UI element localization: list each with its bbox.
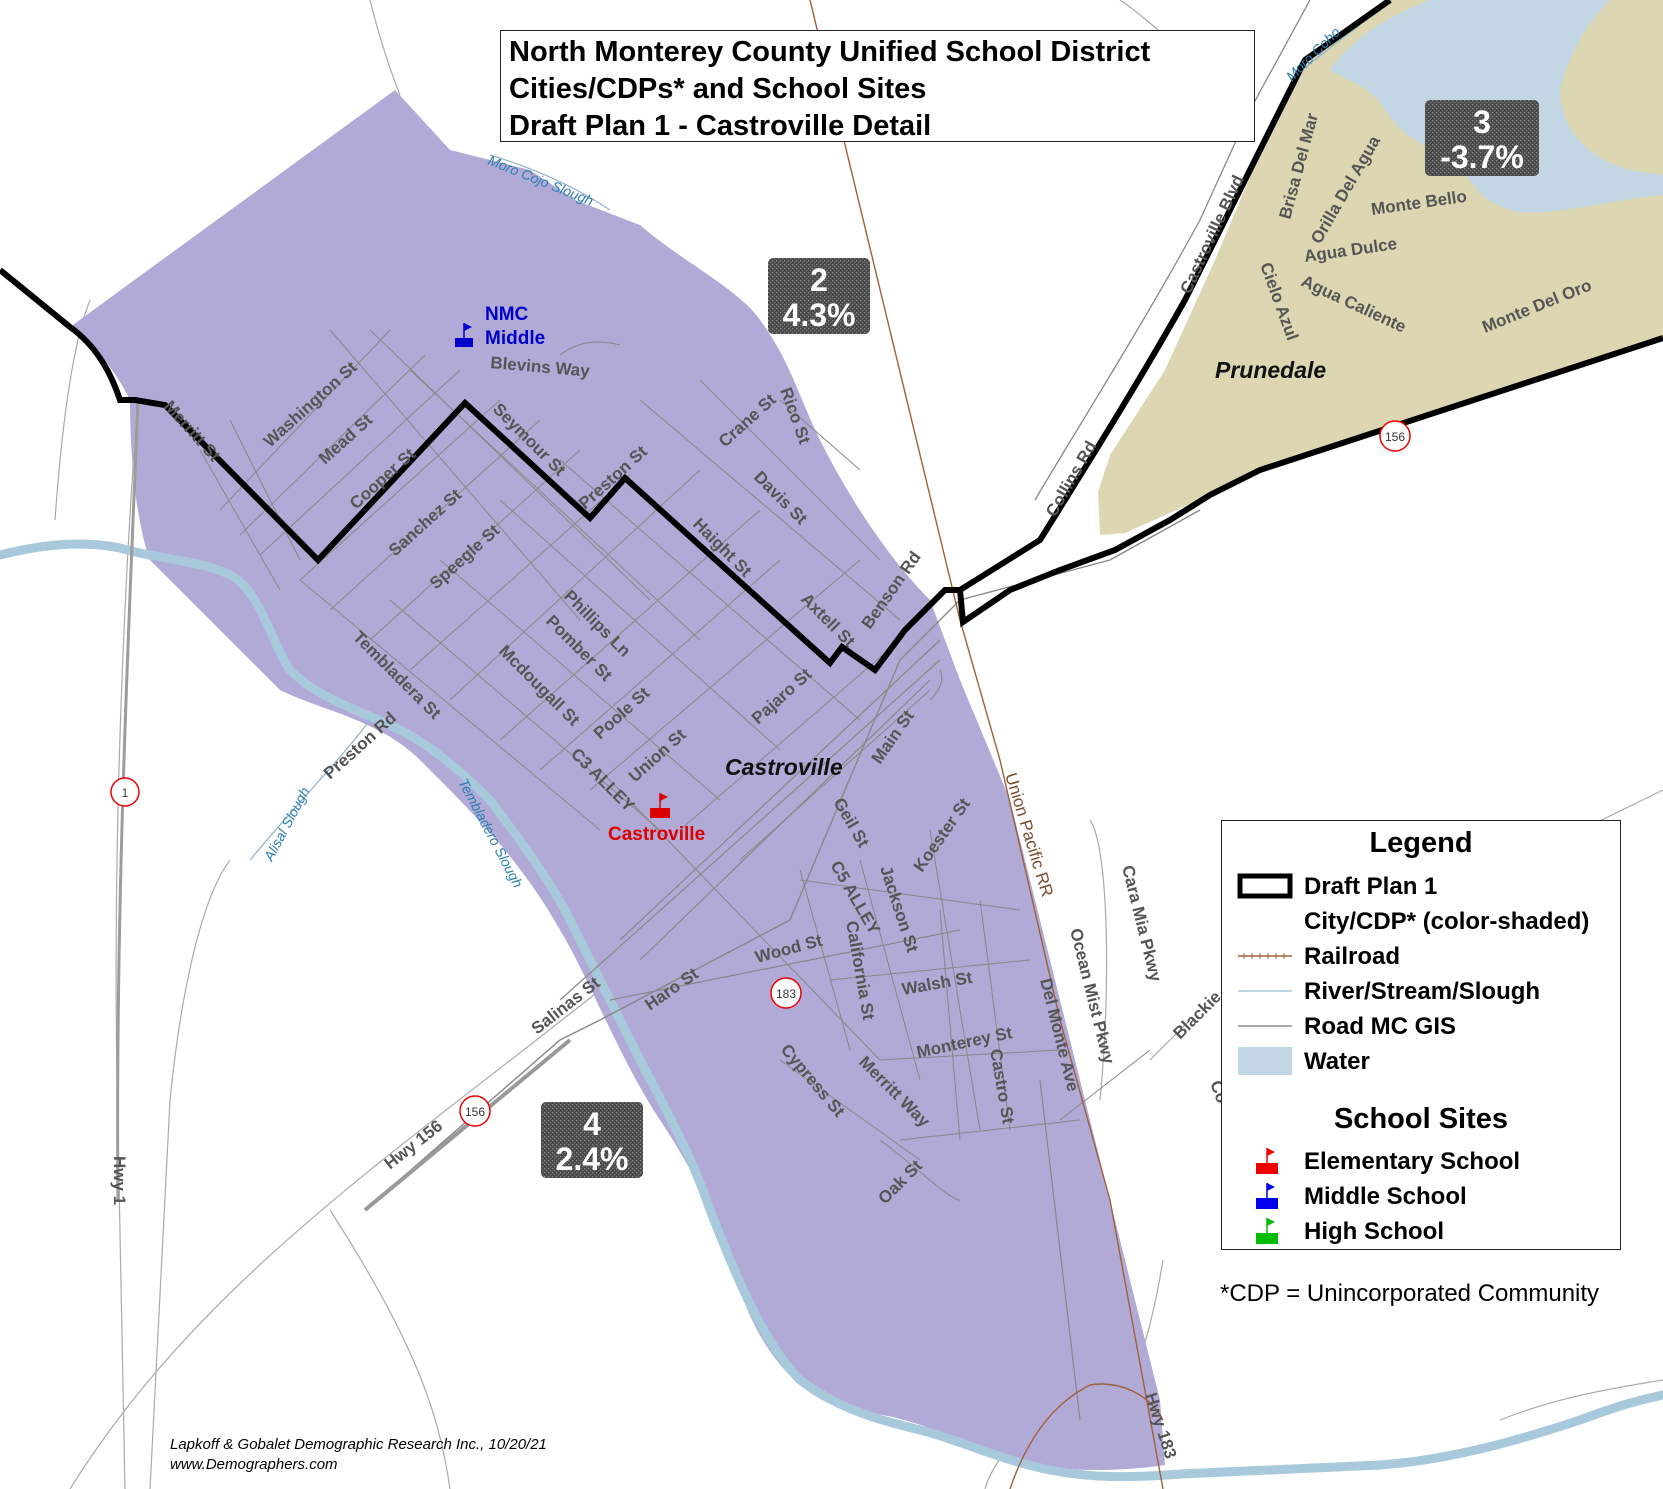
draft-plan-boundary	[0, 267, 1663, 675]
route-shield: 183	[770, 977, 802, 1009]
route-shield: 1	[110, 777, 140, 807]
legend-item-middle: Middle School	[1222, 1181, 1620, 1213]
legend-item-road: Road MC GIS	[1222, 1011, 1620, 1043]
svg-text:1: 1	[122, 786, 129, 800]
legend: Legend Draft Plan 1 City/CDP* (color-sha…	[1221, 820, 1621, 1250]
area-label: 4 2.4%	[541, 1102, 643, 1178]
map-title: North Monterey County Unified School Dis…	[509, 36, 1151, 68]
school-label: Castroville	[608, 824, 705, 845]
credit-url: www.Demographers.com	[170, 1456, 338, 1473]
place-label-prunedale: Prunedale	[1215, 357, 1326, 383]
legend-item-city-cdp: City/CDP* (color-shaded)	[1304, 908, 1590, 935]
legend-item-draft-plan: Draft Plan 1	[1222, 871, 1620, 903]
road-icon	[1238, 1025, 1292, 1027]
street-label: Blackie	[1169, 987, 1225, 1043]
legend-item-stream: River/Stream/Slough	[1222, 976, 1620, 1008]
stream-icon	[1238, 990, 1292, 992]
svg-text:183: 183	[776, 987, 796, 1001]
elementary-school-marker: Castroville	[608, 793, 705, 845]
map-title-box: North Monterey County Unified School Dis…	[500, 30, 1255, 142]
map-subtitle: Cities/CDPs* and School Sites	[509, 73, 927, 105]
place-label-castroville: Castroville	[725, 754, 843, 780]
cdp-footnote: *CDP = Unincorporated Community	[1220, 1280, 1600, 1307]
middle-school-marker: NMC Middle	[455, 304, 545, 349]
area-label: 2 4.3%	[768, 258, 870, 334]
route-shield: 156	[459, 1095, 491, 1127]
elementary-school-flag-icon	[1256, 1148, 1278, 1174]
legend-title: Legend	[1369, 827, 1473, 859]
main-roads	[116, 0, 1311, 1421]
street-label: Hwy 1	[110, 1156, 129, 1205]
street-grid	[199, 329, 1151, 1201]
legend-item-water: Water	[1222, 1046, 1620, 1078]
legend-item-high: High School	[1222, 1216, 1620, 1248]
railroad-icon	[1238, 953, 1292, 959]
school-sites-title: School Sites	[1333, 1103, 1509, 1135]
castroville-cdp	[70, 90, 1165, 1470]
school-label: NMC	[485, 304, 529, 325]
street-label: Ocean Mist Pkwy	[1066, 926, 1118, 1066]
svg-text:2: 2	[810, 262, 828, 298]
map-plan-title: Draft Plan 1 - Castroville Detail	[509, 110, 932, 142]
high-school-flag-icon	[1256, 1218, 1278, 1244]
svg-text:4: 4	[583, 1106, 601, 1142]
school-label: Middle	[485, 328, 545, 349]
svg-text:4.3%: 4.3%	[783, 297, 856, 333]
street-label: Hwy 156	[381, 1116, 446, 1173]
street-label: Cara Mia Pkwy	[1118, 863, 1165, 984]
credit-line: Lapkoff & Gobalet Demographic Research I…	[170, 1436, 547, 1453]
middle-school-flag-icon	[1256, 1183, 1278, 1209]
water-icon	[1238, 1047, 1292, 1075]
plan-boundary-icon	[1237, 873, 1293, 899]
street-label: Collins Rd	[1042, 438, 1100, 520]
railroad-line	[809, 0, 1164, 1489]
street-label: Salinas St	[528, 973, 604, 1038]
draft-plan-boundary-ne	[958, 0, 1392, 593]
legend-item-railroad: Railroad	[1222, 941, 1620, 973]
svg-text:-3.7%: -3.7%	[1440, 139, 1524, 175]
streams	[0, 539, 1663, 1482]
svg-text:3: 3	[1473, 104, 1491, 140]
svg-text:2.4%: 2.4%	[556, 1141, 629, 1177]
area-label: 3 -3.7%	[1425, 100, 1539, 176]
route-shield: 156	[1379, 420, 1411, 452]
legend-item-elementary: Elementary School	[1222, 1146, 1620, 1178]
svg-text:156: 156	[465, 1105, 485, 1119]
waterway-label: Alisal Slough	[260, 784, 313, 864]
svg-text:156: 156	[1385, 430, 1405, 444]
